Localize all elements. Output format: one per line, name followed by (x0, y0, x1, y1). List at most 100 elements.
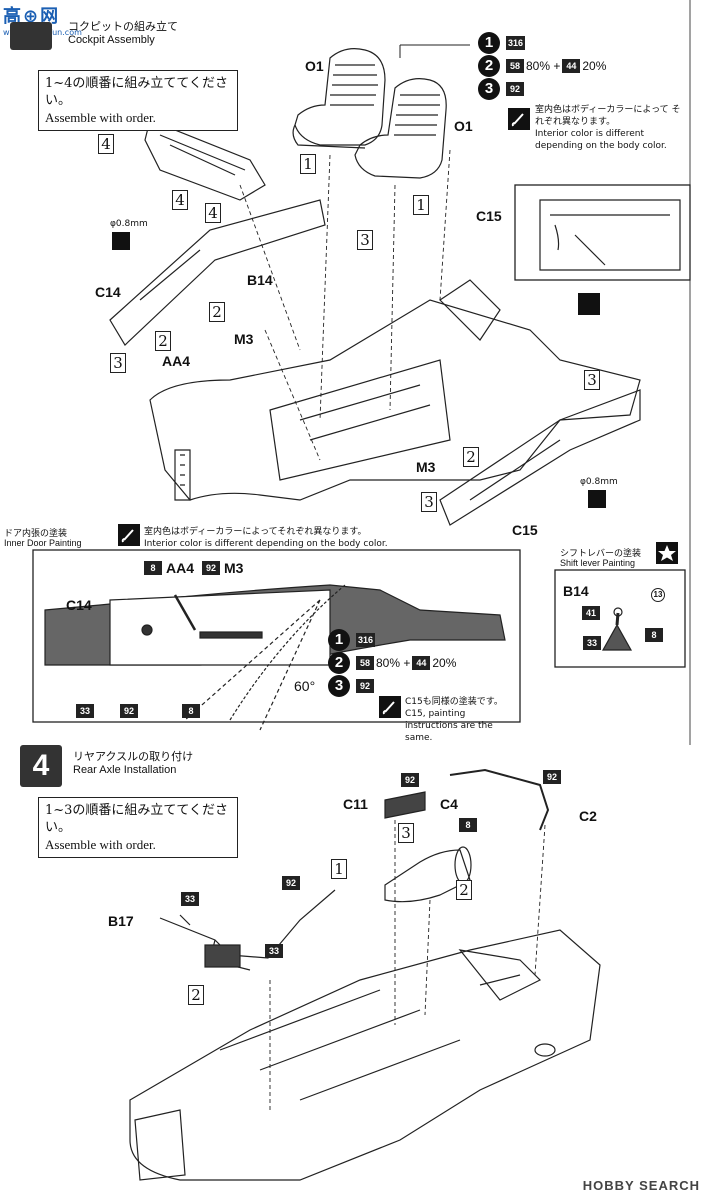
sequence-marker-3: 3 (584, 370, 600, 390)
paint-code: 316 (356, 633, 376, 647)
c15-note-en: C15, painting instructions are the same. (405, 709, 493, 743)
sequence-marker-2: 2 (155, 331, 171, 351)
legend-number: 2 (478, 55, 500, 77)
sequence-marker-4: 4 (172, 190, 188, 210)
shift-lever-frame (554, 569, 686, 668)
drill-icon (112, 232, 130, 250)
step-3-number-badge (10, 22, 52, 50)
legend-number: 3 (328, 675, 350, 697)
shift-lever-illustration (601, 623, 633, 651)
drill-size-label: φ0.8mm (110, 219, 148, 229)
legend-number: 3 (478, 78, 500, 100)
door-painting-title-jp: ドア内張の塗装 (4, 529, 68, 539)
part-label-o1-right: O1 (454, 118, 473, 134)
sequence-marker-2: 2 (188, 985, 204, 1005)
legend-number: 2 (328, 652, 350, 674)
door-legend-row-1: 1 316 (328, 629, 376, 651)
door-legend-row-2: 2 58 80% + 44 20% (328, 652, 456, 674)
interior-color-note: 室内色はボディーカラーによって それぞれ異なります。 Interior colo… (535, 104, 685, 152)
step-4-title-en: Rear Axle Installation (73, 764, 177, 776)
part-c2-illustration (449, 768, 550, 831)
paint-code: 44 (562, 59, 581, 73)
part-label-b14: B14 (247, 272, 273, 288)
paint-code: 44 (412, 656, 431, 670)
sequence-marker-2: 2 (463, 447, 479, 467)
shift-label-b14: B14 (563, 583, 589, 599)
door-interior-note-en: Interior color is different depending on… (144, 539, 388, 549)
paint-code: 8 (182, 704, 200, 718)
legend-number: 1 (478, 32, 500, 54)
hobbysearch-watermark: HOBBY SEARCH (582, 1178, 700, 1193)
door-label-m3: M3 (224, 560, 244, 576)
paint-code: 8 (645, 628, 663, 642)
order-note-jp: 1~4の順番に組み立ててください。 (45, 76, 229, 108)
door-interior-note: 室内色はボディーカラーによってそれぞれ異なります。 Interior color… (144, 526, 388, 550)
step-4-order-note: 1~3の順番に組み立ててください。 Assemble with order. (38, 797, 238, 858)
sequence-marker-4: 4 (205, 203, 221, 223)
paint-mix: 58 80% + 44 20% (356, 656, 456, 670)
part-label-o1-left: O1 (305, 58, 324, 74)
paint-code: 316 (506, 36, 526, 50)
order-note-en: Assemble with order. (45, 837, 156, 852)
step-4-number-badge: 4 (20, 745, 62, 787)
sequence-marker-1: 1 (300, 154, 316, 174)
paint-brush-icon (379, 696, 401, 718)
part-label-c2: C2 (579, 808, 597, 824)
paint-code: 33 (583, 636, 601, 650)
paint-code: 92 (120, 704, 138, 718)
legend-row-1: 1 316 (478, 32, 526, 54)
sequence-marker-2: 2 (456, 880, 472, 900)
paint-ratio: 80% + (526, 59, 561, 73)
seat-illustration-left (292, 48, 386, 149)
part-c11-illustration (384, 791, 426, 819)
part-label-b17: B17 (108, 913, 134, 929)
paint-code: 33 (265, 944, 283, 958)
paint-code: 58 (356, 656, 374, 670)
sequence-marker-3: 3 (110, 353, 126, 373)
paint-code: 92 (543, 770, 561, 784)
interior-note-en: Interior color is different depending on… (535, 129, 667, 151)
door-legend-row-3: 3 92 (328, 675, 374, 697)
sequence-marker-1: 1 (413, 195, 429, 215)
shift-title-jp: シフトレバーの塗装 (560, 549, 642, 559)
door-interior-note-jp: 室内色はボディーカラーによってそれぞれ異なります。 (144, 527, 367, 537)
part-label-m3-right: M3 (416, 459, 436, 475)
sequence-marker-4: 4 (98, 134, 114, 154)
sequence-marker-1: 1 (331, 859, 347, 879)
sequence-marker-2: 2 (209, 302, 225, 322)
drill-icon (588, 490, 606, 508)
order-note-en: Assemble with order. (45, 110, 156, 125)
step-3-title-en: Cockpit Assembly (68, 34, 155, 46)
part-label-c4: C4 (440, 796, 458, 812)
door-panel-c14-illustration (109, 199, 326, 346)
paint-mix: 58 80% + 44 20% (506, 59, 606, 73)
star-icon (656, 542, 678, 564)
part-label-c15-detail: C15 (476, 208, 502, 224)
seat-illustration-right (354, 78, 447, 179)
paint-ratio: 20% (582, 59, 607, 73)
order-note-jp: 1~3の順番に組み立ててください。 (45, 803, 229, 835)
part-label-c14: C14 (95, 284, 121, 300)
dashboard-illustration (144, 119, 266, 201)
paint-ratio: 20% (432, 656, 457, 670)
paint-code: 92 (282, 876, 300, 890)
c15-same-note: C15も同様の塗装です。 C15, painting instructions … (405, 696, 517, 744)
legend-row-2: 2 58 80% + 44 20% (478, 55, 606, 77)
part-label-aa4: AA4 (162, 353, 191, 369)
rear-chassis-illustration (129, 929, 601, 1181)
part-label-c11: C11 (343, 796, 368, 812)
decal-icon (578, 293, 600, 315)
paint-code-circle: 13 (651, 588, 665, 602)
interior-note-jp: 室内色はボディーカラーによって それぞれ異なります。 (535, 105, 681, 127)
shift-title-en: Shift lever Painting (560, 558, 636, 568)
step-3-title-jp: コクピットの組み立て (68, 20, 178, 33)
sequence-marker-3: 3 (357, 230, 373, 250)
paint-code: 41 (582, 606, 600, 620)
watermark-text: 高⊕网 (3, 6, 61, 27)
legend-row-3: 3 92 (478, 78, 524, 100)
angle-label: 60° (294, 678, 316, 694)
paint-code: 33 (181, 892, 199, 906)
paint-code: 58 (506, 59, 524, 73)
door-panel-c15-illustration (439, 389, 641, 526)
part-label-c15: C15 (512, 522, 538, 538)
